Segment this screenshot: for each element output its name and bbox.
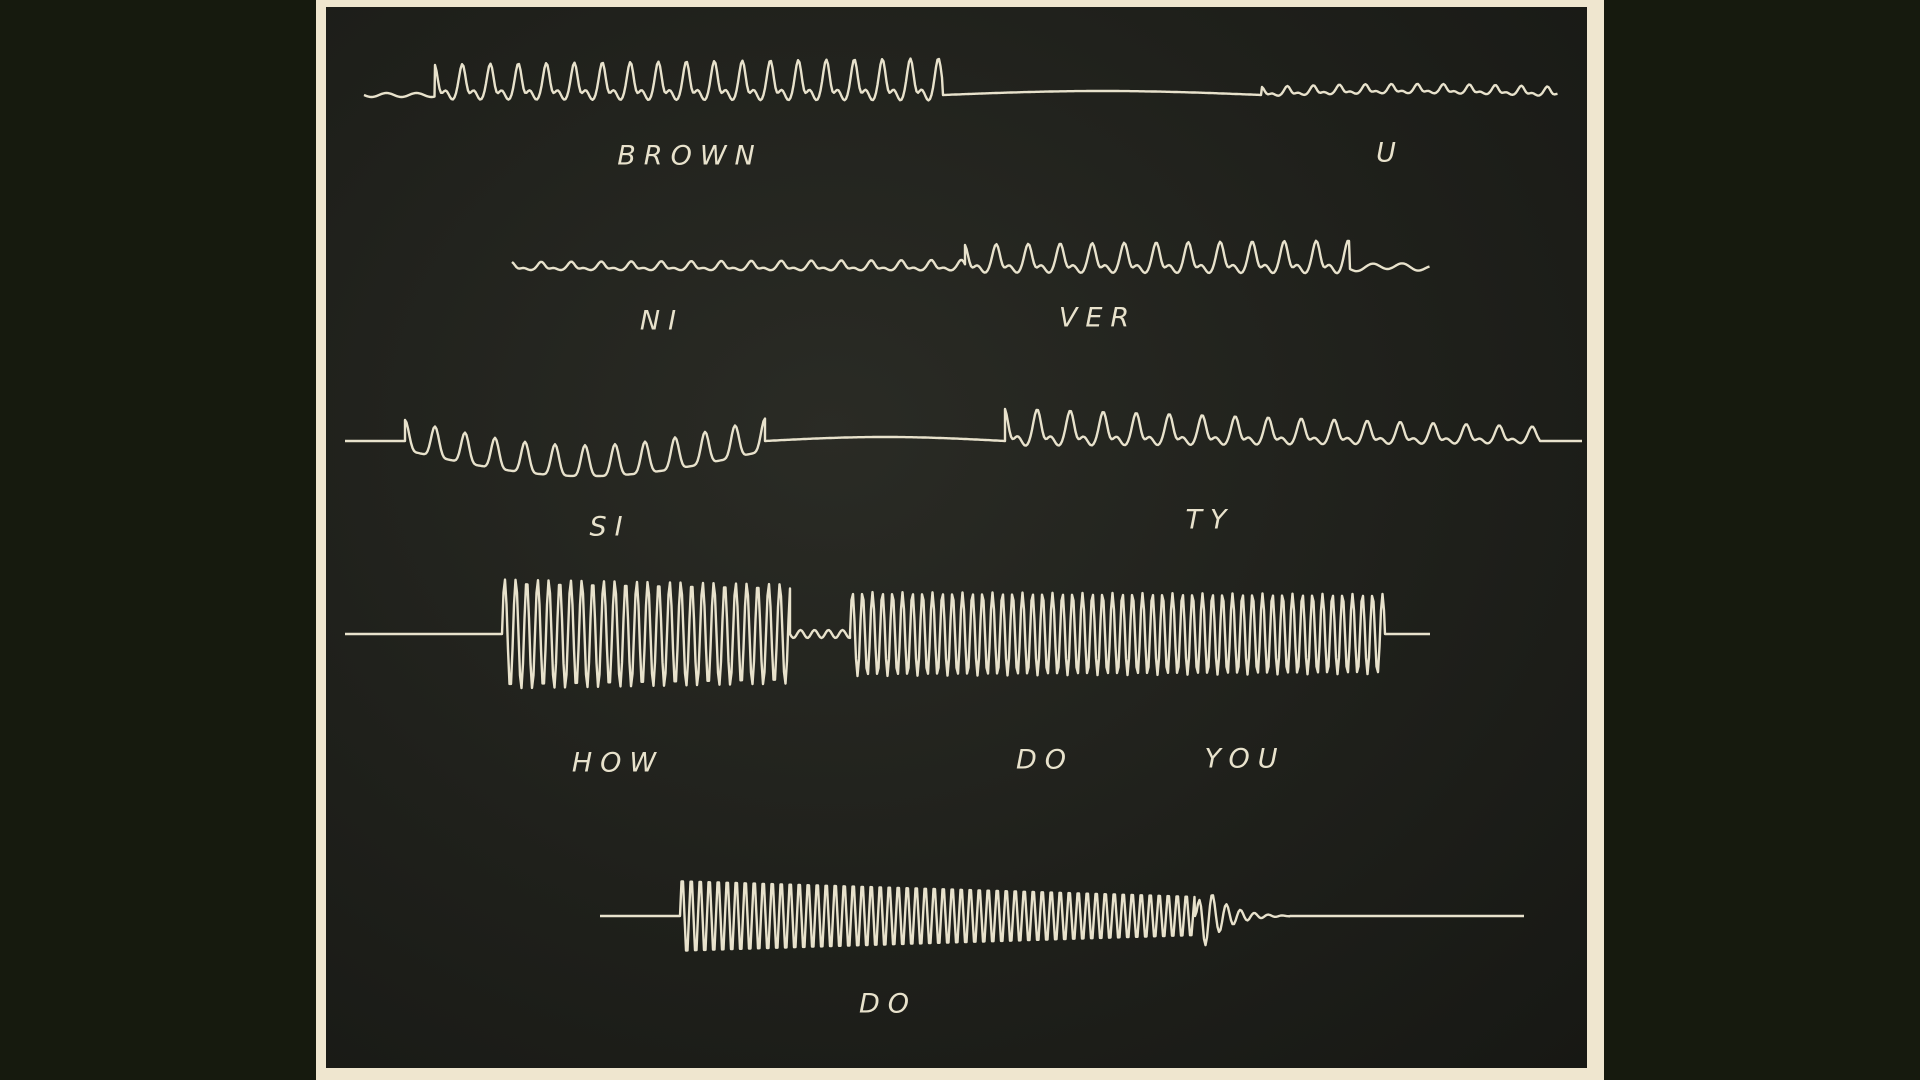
- label-how: HOW: [571, 747, 665, 779]
- waveform-row-3: [345, 407, 1582, 478]
- photo-panel: [326, 7, 1587, 1068]
- waveform-row-5: [600, 880, 1524, 952]
- label-do-2: DO: [858, 988, 918, 1020]
- label-ty: TY: [1185, 504, 1235, 536]
- waveform-row-4: [345, 578, 1430, 690]
- waveform-row-2: [511, 239, 1430, 275]
- label-brown: BROWN: [617, 140, 763, 172]
- label-u: U: [1376, 137, 1404, 169]
- waveform-row-1: [363, 57, 1558, 102]
- label-si: SI: [589, 511, 631, 543]
- label-ver: VER: [1058, 302, 1138, 334]
- label-ni: NI: [639, 305, 685, 337]
- label-do-1: DO: [1015, 744, 1075, 776]
- label-you: YOU: [1204, 743, 1286, 775]
